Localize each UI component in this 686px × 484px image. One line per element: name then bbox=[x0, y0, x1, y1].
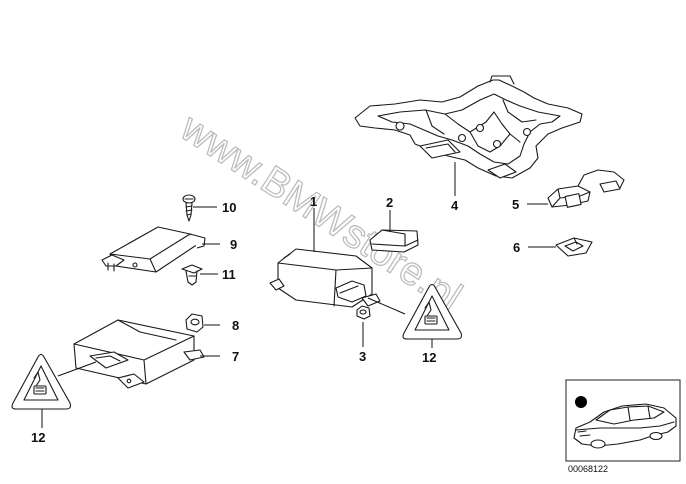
part-12-warning-label-right bbox=[402, 283, 463, 340]
part-4-seat-mat bbox=[354, 75, 583, 179]
reference-number: 00068122 bbox=[568, 464, 608, 474]
part-1-control-unit bbox=[269, 248, 381, 308]
part-11-clip bbox=[181, 264, 203, 286]
part-3-nut bbox=[356, 305, 371, 320]
part-12-warning-label-left bbox=[11, 353, 72, 410]
callout-7: 7 bbox=[232, 349, 239, 364]
part-2-connector bbox=[369, 229, 419, 253]
callout-9: 9 bbox=[230, 237, 237, 252]
callout-3: 3 bbox=[359, 349, 366, 364]
part-7-control-unit bbox=[73, 319, 205, 389]
leader-lines bbox=[41, 162, 556, 428]
car-icon bbox=[573, 403, 677, 449]
vehicle-inset: 00068122 bbox=[565, 379, 681, 474]
part-10-screw bbox=[182, 194, 196, 222]
callout-5: 5 bbox=[512, 197, 519, 212]
marker-dot bbox=[575, 396, 587, 408]
callout-10: 10 bbox=[222, 200, 236, 215]
part-5-sensor bbox=[547, 169, 625, 208]
part-8-nut bbox=[185, 313, 204, 333]
callout-4: 4 bbox=[451, 198, 459, 213]
callout-12-left: 12 bbox=[31, 430, 45, 445]
part-9-sensor-module bbox=[101, 226, 206, 273]
leader-12-right-to-1 bbox=[367, 297, 406, 315]
inset-frame bbox=[565, 379, 681, 462]
callout-6: 6 bbox=[513, 240, 520, 255]
leader-12-left-to-7 bbox=[57, 361, 97, 377]
callout-2: 2 bbox=[386, 195, 393, 210]
callout-12-right: 12 bbox=[422, 350, 436, 365]
callout-11: 11 bbox=[222, 267, 236, 282]
part-6-clip bbox=[555, 237, 593, 257]
callouts: 1 2 3 4 5 6 7 8 9 10 11 12 12 bbox=[31, 194, 520, 445]
callout-1: 1 bbox=[310, 194, 317, 209]
callout-8: 8 bbox=[232, 318, 239, 333]
